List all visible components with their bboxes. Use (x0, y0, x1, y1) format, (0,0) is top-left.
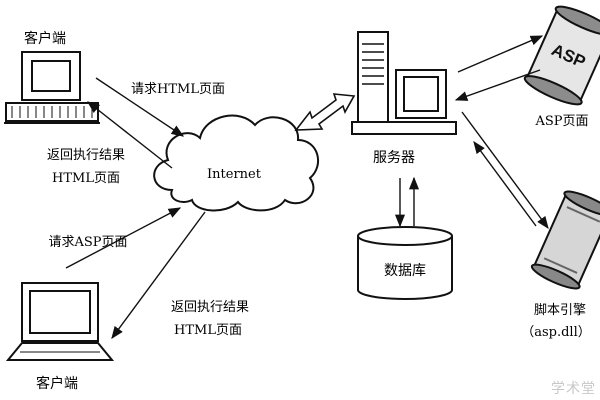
request-asp-label: 请求ASP页面 (48, 235, 127, 250)
return-html-bottom-label-2: HTML页面 (174, 323, 242, 338)
return-html-top-label-1: 返回执行结果 (47, 148, 125, 163)
script-engine-label-1: 脚本引擎 (534, 302, 586, 318)
return-html-top-label-2: HTML页面 (52, 171, 120, 186)
arrow-request-html (95, 77, 185, 137)
arrow-server-to-engine (461, 111, 549, 230)
arrow-return-html-bottom (111, 211, 206, 340)
desktop-computer-icon (4, 51, 100, 124)
internet-server-double-arrow (294, 93, 356, 131)
arrow-return-html-top (87, 101, 173, 169)
arrows (65, 35, 549, 340)
internet-label: Internet (207, 167, 262, 182)
database-icon (357, 226, 453, 300)
request-html-label: 请求HTML页面 (131, 82, 225, 97)
arrow-engine-to-server (473, 140, 537, 227)
watermark: 学术堂 (551, 381, 596, 397)
arrow-server-to-asp (457, 35, 544, 73)
arrow-asp-to-server (454, 69, 541, 101)
server-icon (351, 31, 457, 135)
script-engine-scroll-icon (530, 190, 600, 290)
asp-scroll-icon: ASP (523, 5, 600, 106)
client-bottom-label: 客户端 (36, 375, 78, 392)
return-html-bottom-label-1: 返回执行结果 (171, 300, 249, 315)
database-label: 数据库 (384, 263, 426, 279)
script-engine-label-2: （asp.dll） (521, 325, 591, 340)
client-top-label: 客户端 (24, 30, 66, 47)
asp-page-label: ASP页面 (534, 114, 588, 129)
laptop-computer-icon (5, 282, 115, 361)
server-label: 服务器 (373, 150, 415, 166)
internet-cloud-icon (153, 114, 319, 212)
arrow-request-asp (65, 207, 182, 269)
